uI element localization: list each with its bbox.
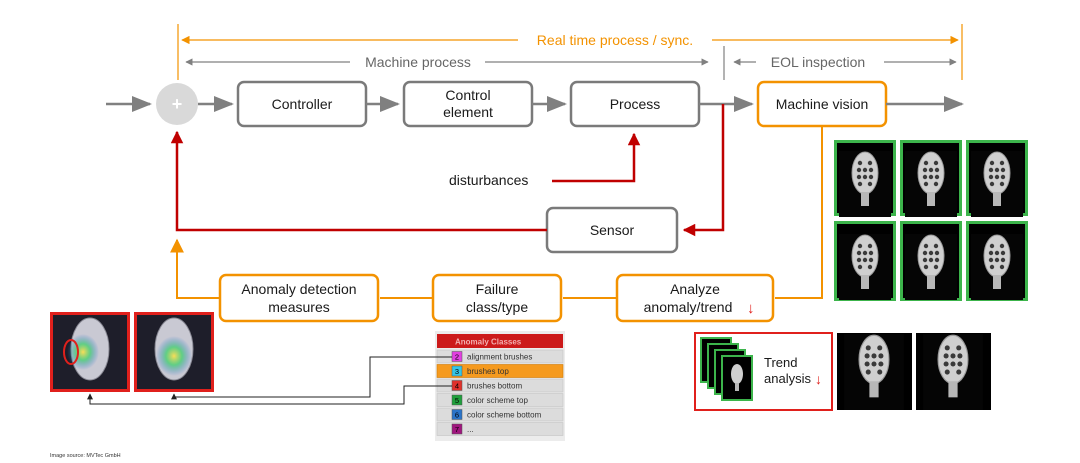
anomaly-class-row-background <box>436 393 564 407</box>
anomaly-classes-title: Anomaly Classes <box>455 338 522 347</box>
anomaly-class-label: ... <box>467 425 474 434</box>
anomaly-class-row[interactable]: 4 brushes bottom <box>436 378 564 393</box>
realtime-label: Real time process / sync. <box>537 32 693 48</box>
analyze-label-line2: anomaly/trend <box>644 299 733 315</box>
anomaly-class-label: brushes top <box>467 367 509 376</box>
disturbances-label: disturbances <box>449 172 528 188</box>
analyze-down-arrow-icon: ↓ <box>747 300 755 317</box>
control-element-label-line2: element <box>443 104 493 120</box>
anomaly-class-number: 3 <box>455 367 459 376</box>
anomaly-class-swatch <box>451 394 463 406</box>
anomaly-class-number: 6 <box>455 411 459 420</box>
vision-to-analyze-line <box>775 126 823 299</box>
anomaly-class-row[interactable]: 3 brushes top <box>436 364 564 378</box>
anomaly-class-label: color scheme top <box>467 396 528 405</box>
summing-plus-symbol: + <box>172 94 183 114</box>
controller-label: Controller <box>272 96 333 112</box>
anomaly-class-row-background <box>436 422 564 436</box>
realtime-span: Real time process / sync. <box>177 24 963 80</box>
eol-span: EOL inspection <box>723 46 957 80</box>
anomaly-class-number: 5 <box>455 396 459 405</box>
anomaly-class-label: color scheme bottom <box>467 411 542 420</box>
heatmap-image-1 <box>50 312 130 392</box>
anomaly-classes-panel: Anomaly Classes 2 alignment brushes 3 brush… <box>435 331 565 441</box>
anomaly-classes-header <box>437 334 563 348</box>
anomaly-class-row-background <box>436 407 564 422</box>
trend-label-line1: Trend <box>764 355 797 370</box>
trend-defect-image-1 <box>837 333 912 411</box>
anomaly-class-row[interactable]: 7... <box>436 422 564 436</box>
anomaly-class-number: 7 <box>455 425 459 434</box>
trend-label-line2: analysis <box>764 371 811 386</box>
measures-to-sum-arrow <box>170 238 220 299</box>
machine-process-label: Machine process <box>365 54 471 70</box>
sensor-label: Sensor <box>590 222 635 238</box>
failure-label-line2: class/type <box>466 299 528 315</box>
image-source-caption: Image source: MVTec GmbH <box>50 453 121 459</box>
trend-defect-image-2 <box>916 333 991 411</box>
analyze-label-line1: Analyze <box>670 281 720 297</box>
trend-down-arrow-icon: ↓ <box>815 371 822 387</box>
anomaly-class-row[interactable]: 6 color scheme bottom <box>436 407 564 422</box>
anomaly-class-swatch <box>451 423 463 435</box>
failure-label-line1: Failure <box>476 281 519 297</box>
anomaly-class-row[interactable]: 2 alignment brushes <box>436 349 564 364</box>
trend-image-stack <box>700 337 753 401</box>
anomaly-class-swatch <box>451 365 463 377</box>
heatmap-image-2 <box>134 312 214 392</box>
summing-junction <box>156 83 198 125</box>
anomaly-class-number: 2 <box>455 353 459 362</box>
sensor-feedback-arrow <box>170 130 547 232</box>
class-to-heatmap1-connector <box>87 385 452 405</box>
anomaly-class-row-background <box>436 364 564 378</box>
disturbances-arrow <box>552 132 641 183</box>
eol-label: EOL inspection <box>771 54 865 70</box>
anomaly-class-row[interactable]: 5 color scheme top <box>436 393 564 407</box>
measures-label-line1: Anomaly detection <box>241 281 356 297</box>
class-to-heatmap2-connector <box>171 356 452 400</box>
anomaly-class-number: 4 <box>455 382 459 391</box>
anomaly-class-label: brushes bottom <box>467 382 522 391</box>
process-label: Process <box>610 96 661 112</box>
anomaly-class-label: alignment brushes <box>467 353 532 362</box>
measures-label-line2: measures <box>268 299 329 315</box>
anomaly-class-swatch <box>451 409 463 420</box>
process-to-sensor-arrow <box>682 104 725 237</box>
control-element-label-line1: Control <box>445 87 490 103</box>
machine-process-span: Machine process <box>185 54 709 70</box>
inspection-image-grid <box>834 140 1028 301</box>
machine-vision-label: Machine vision <box>776 96 869 112</box>
